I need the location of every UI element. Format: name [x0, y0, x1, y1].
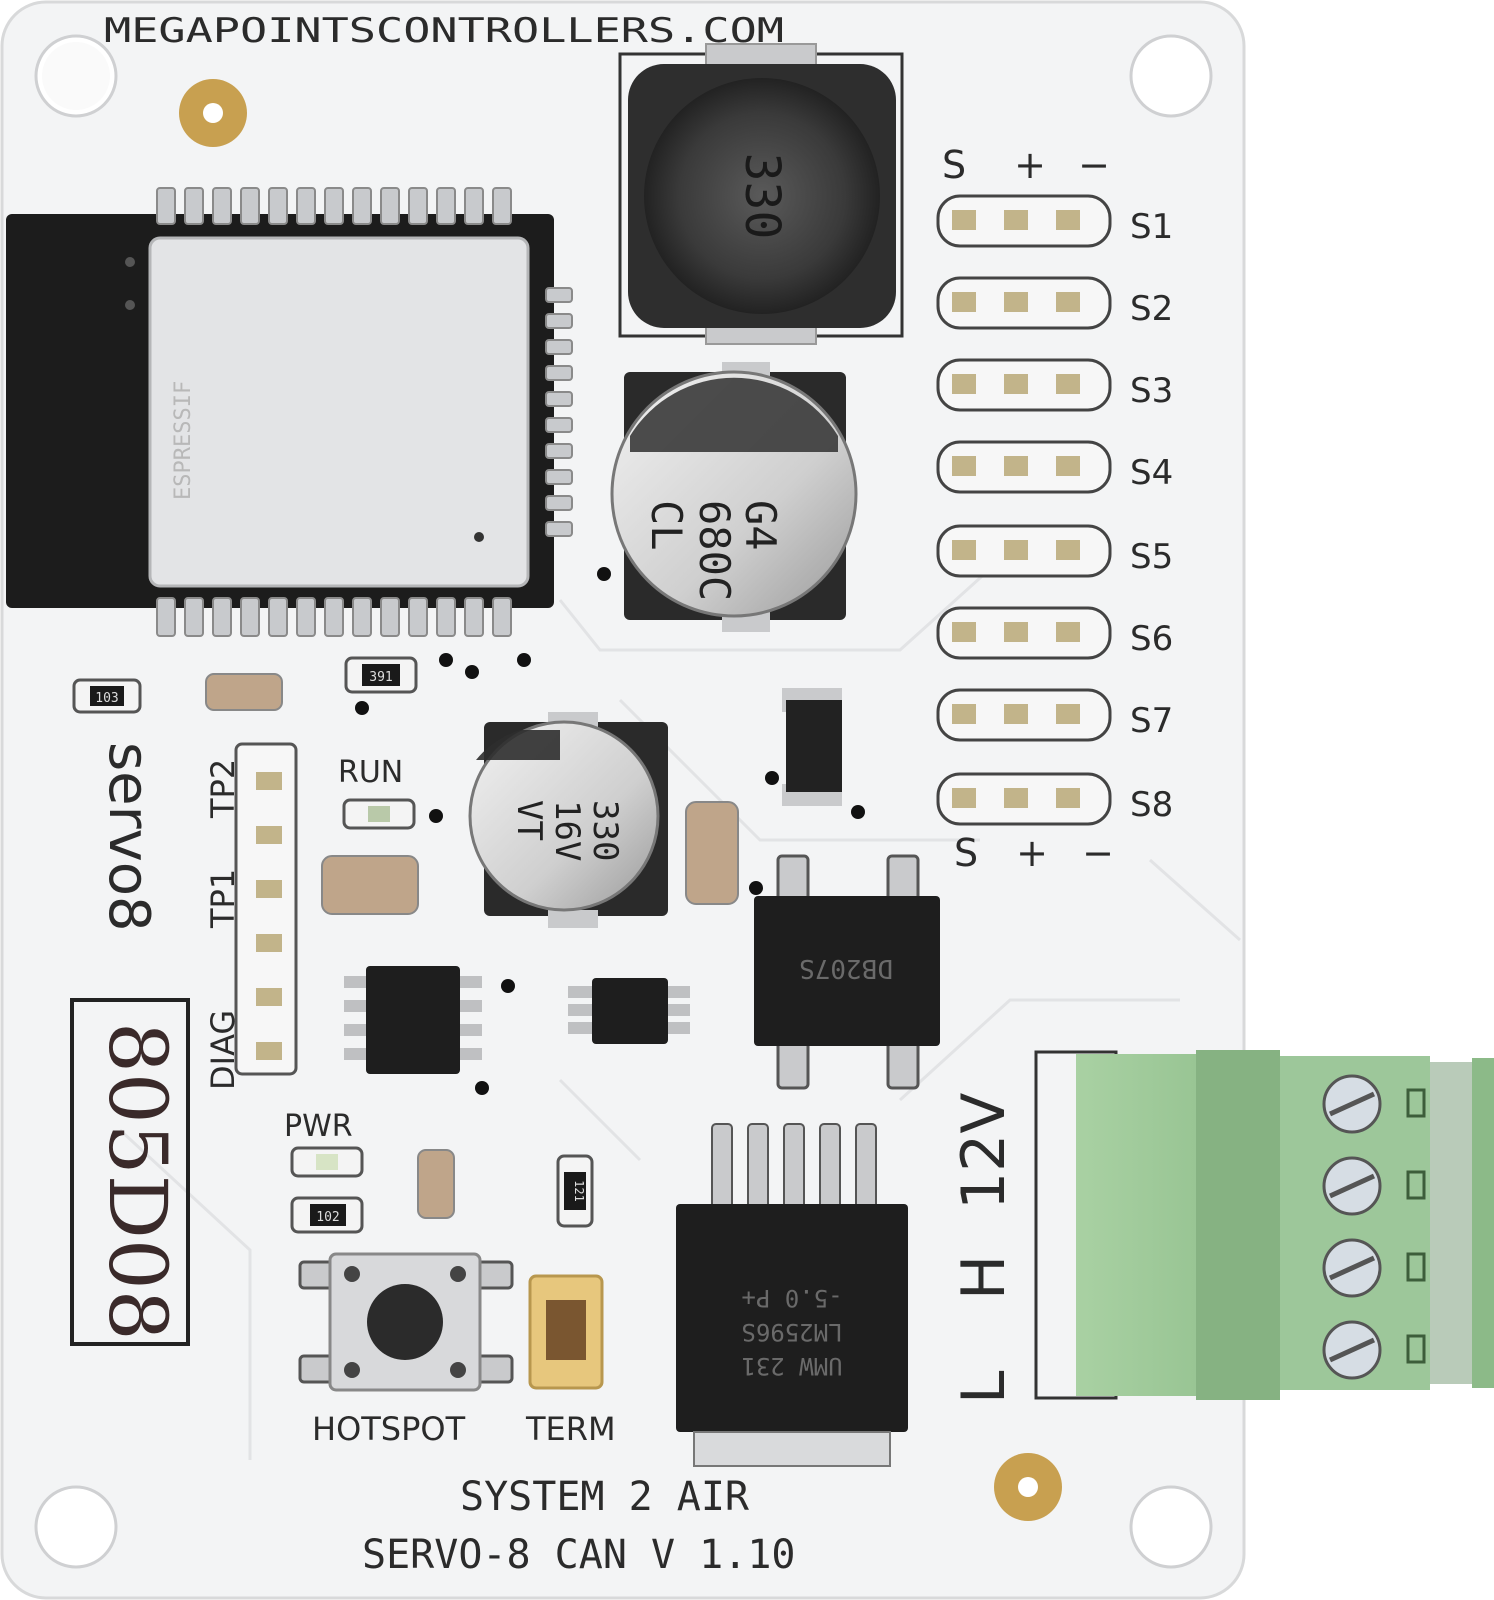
servo-header-top-labels: S + − [942, 143, 1110, 187]
model-line: SERVO-8 CAN V 1.10 [362, 1532, 795, 1578]
resistor-121: 121 [556, 1154, 594, 1228]
mounting-hole-bottom-left [34, 1485, 118, 1569]
servo-channel-label-s2: S2 [1130, 289, 1173, 329]
servo-top-label-plus: + [1014, 143, 1046, 187]
servo-channel-label-s4: S4 [1130, 453, 1173, 493]
servo-bottom-label-plus: + [1016, 831, 1048, 875]
pwr-label: PWR [284, 1109, 353, 1144]
cap-small-line-2: 16V [547, 800, 587, 861]
hotspot-label: HOTSPOT [312, 1410, 466, 1448]
electrolytic-capacitor-large: G4 680C CL [610, 362, 858, 632]
servo-bottom-label-minus: − [1082, 831, 1114, 875]
power-screw-terminal[interactable] [1034, 1050, 1494, 1400]
run-led [342, 798, 416, 830]
inductor-marking: 330 [734, 153, 790, 240]
resistor-102: 102 [290, 1196, 364, 1234]
servo-channel-label-s8: S8 [1130, 785, 1173, 825]
servo-bottom-label-s: S [954, 831, 978, 875]
svg-text:DB207S: DB207S [799, 953, 893, 983]
gold-pad-bottom [994, 1453, 1062, 1521]
bridge-rectifier: DB207S [754, 854, 940, 1090]
svg-text:102: 102 [316, 1210, 339, 1225]
mounting-hole-top-right [1129, 34, 1213, 118]
servo-row-s4[interactable]: S4 [936, 440, 1173, 494]
servo-row-s7[interactable]: S7 [936, 688, 1173, 742]
soic-chip-left [344, 966, 482, 1074]
servo-row-s6[interactable]: S6 [936, 606, 1173, 660]
servo-header-bottom-labels: S + − [954, 831, 1114, 875]
terminal-screws [1322, 1074, 1382, 1380]
servo-row-s8[interactable]: S8 [936, 772, 1173, 826]
ceramic-capacitor-3 [685, 801, 739, 905]
terminal-label-12v: 12V [949, 1093, 1019, 1210]
servo-top-label-s: S [942, 143, 966, 187]
servo-row-s3[interactable]: S3 [936, 358, 1173, 412]
term-switch[interactable] [528, 1274, 604, 1390]
cap-large-line-1: G4 [736, 500, 785, 551]
diag-label: DIAG [204, 1010, 242, 1090]
power-inductor: 330 [618, 43, 904, 345]
smd-diode [782, 688, 842, 806]
module-brand-label: ESPRESSIF [171, 381, 196, 500]
electrolytic-capacitor-small: 330 16V VT [468, 712, 668, 928]
terminal-label-l: L [949, 1370, 1019, 1404]
mounting-hole-top-left [34, 34, 118, 118]
vias [355, 567, 865, 1095]
servo-channel-label-s7: S7 [1130, 701, 1173, 741]
voltage-regulator: LM2596S -5.0 P+ UMW 231 [676, 1123, 908, 1467]
soic-chip-middle [568, 978, 690, 1044]
resistor-103: 103 [72, 678, 142, 714]
system-line: SYSTEM 2 AIR [460, 1474, 750, 1520]
resistor-391: 391 [344, 656, 418, 694]
module-pins-top [156, 187, 512, 225]
cap-large-line-3: CL [642, 500, 691, 551]
term-label: TERM [525, 1410, 616, 1448]
servo-row-s2[interactable]: S2 [936, 276, 1173, 330]
servo-channel-label-s3: S3 [1130, 371, 1173, 411]
module-pins-right [545, 287, 573, 537]
ceramic-capacitor-4 [417, 1149, 455, 1219]
module-pins-bottom [156, 597, 512, 637]
cap-small-line-1: 330 [585, 800, 625, 861]
tp2-label: TP2 [204, 759, 242, 819]
servo-channel-label-s6: S6 [1130, 619, 1173, 659]
svg-text:UMW 231: UMW 231 [741, 1352, 842, 1380]
servo-top-label-minus: − [1078, 143, 1110, 187]
servo-row-s5[interactable]: S5 [936, 524, 1173, 578]
pwr-led [290, 1146, 364, 1178]
tp1-label: TP1 [204, 869, 242, 929]
product-name: servo8 [96, 742, 161, 932]
cap-large-line-2: 680C [690, 500, 739, 601]
servo-channel-label-s1: S1 [1130, 207, 1173, 247]
svg-text:-5.0 P+: -5.0 P+ [741, 1284, 842, 1312]
cap-small-line-3: VT [509, 800, 549, 841]
ceramic-capacitor-2 [321, 855, 419, 915]
svg-text:391: 391 [369, 670, 392, 685]
serial-number: 805D08 [91, 1022, 184, 1341]
run-label: RUN [338, 755, 403, 790]
mounting-hole-bottom-right [1129, 1485, 1213, 1569]
website-label: MEGAPOINTSCONTROLLERS.COM [104, 11, 784, 51]
servo-channel-label-s5: S5 [1130, 537, 1173, 577]
servo-row-s1[interactable]: S1 [936, 194, 1173, 248]
module-shield-can [148, 236, 530, 588]
gold-pad-top [179, 79, 247, 147]
svg-text:103: 103 [95, 691, 118, 706]
terminal-label-h: H [949, 1255, 1019, 1300]
ceramic-capacitor-1 [205, 673, 283, 711]
wifi-module: ESPRESSIF [6, 187, 573, 637]
hotspot-push-button[interactable] [298, 1252, 514, 1392]
diag-header[interactable] [234, 742, 298, 1076]
serial-number-box: 805D08 [70, 998, 190, 1346]
svg-text:121: 121 [572, 1180, 586, 1202]
svg-text:LM2596S: LM2596S [741, 1318, 842, 1346]
